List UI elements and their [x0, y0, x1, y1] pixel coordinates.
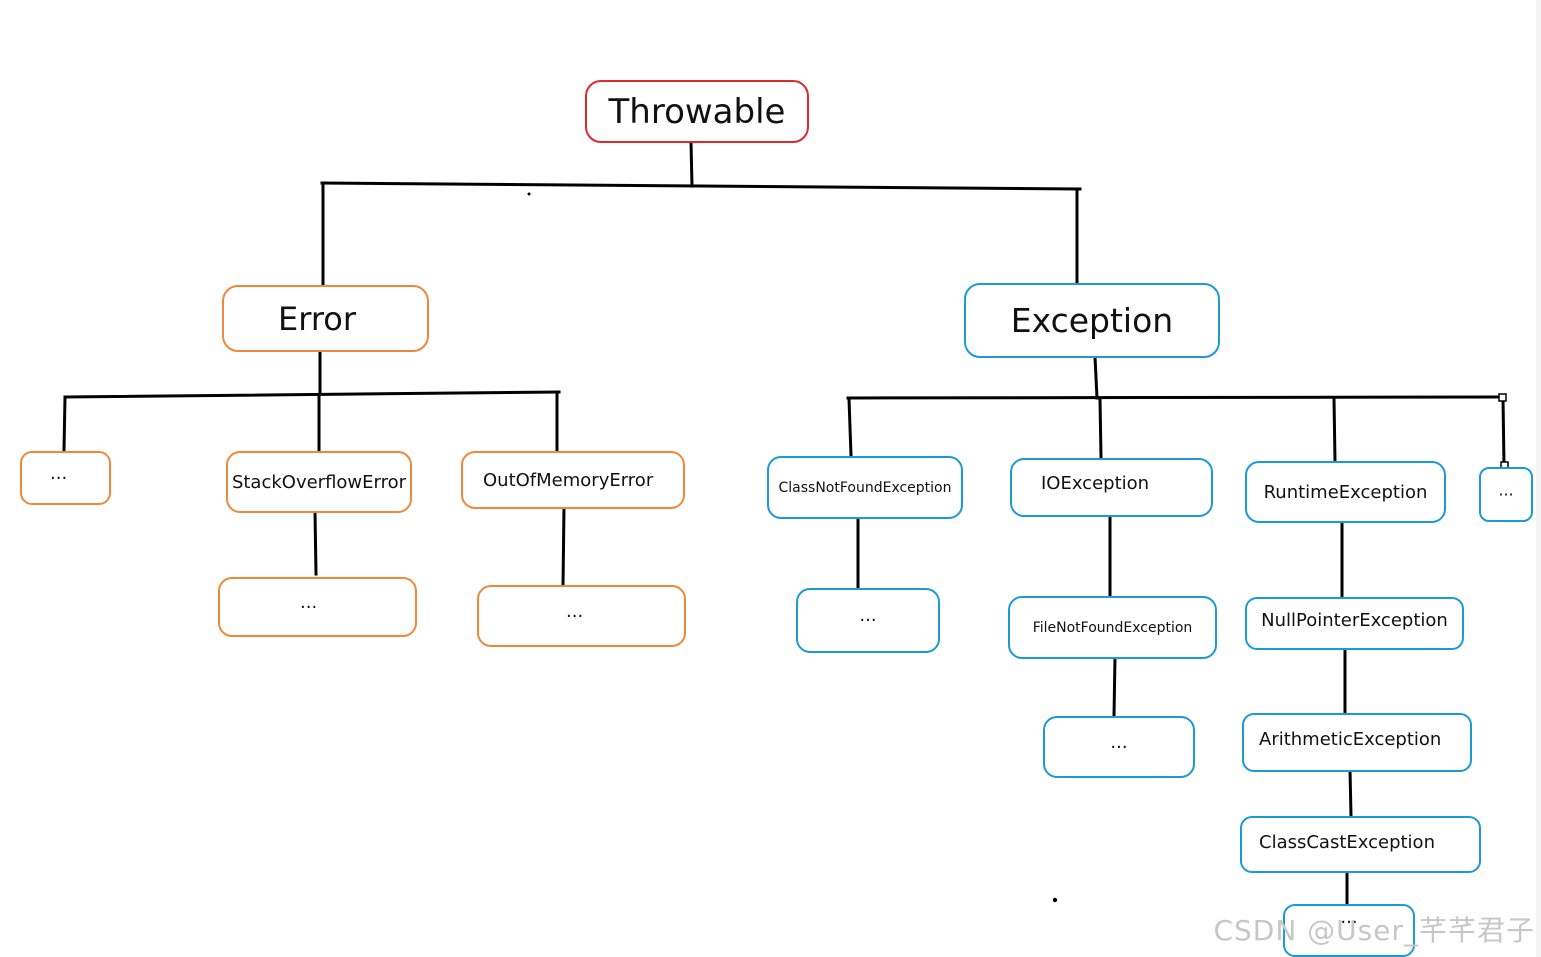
node-label: Error — [278, 299, 356, 338]
node-stackoverflow-child: ··· — [218, 577, 417, 637]
node-label: ··· — [566, 605, 584, 627]
node-error-other: ··· — [20, 451, 111, 505]
node-label: RuntimeException — [1263, 481, 1428, 503]
node-label: ··· — [1110, 736, 1128, 758]
node-label: ClassNotFoundException — [778, 479, 952, 496]
edge-exception-bar — [846, 395, 1504, 400]
node-ioexception: IOException — [1010, 458, 1213, 517]
stray-dot — [527, 192, 531, 196]
node-classnotfound-child: ··· — [796, 588, 940, 653]
node-label: ··· — [50, 467, 68, 489]
edge-to-error-other — [62, 395, 67, 452]
node-exception: Exception — [964, 283, 1220, 358]
edge-to-classnotfound — [847, 397, 853, 457]
node-runtime-child: ··· — [1283, 904, 1415, 957]
node-arithmeticexception: ArithmeticException — [1242, 713, 1472, 772]
edge-arithmetic-to-classcast — [1348, 768, 1353, 818]
node-outofmemoryerror: OutOfMemoryError — [461, 451, 685, 509]
node-runtimeexception: RuntimeException — [1245, 461, 1446, 523]
edge-exception-down — [1093, 355, 1099, 400]
node-label: NullPointerException — [1261, 610, 1448, 631]
node-label: ClassCastException — [1259, 832, 1435, 853]
node-error: Error — [222, 285, 429, 352]
node-filenotfound-child: ··· — [1043, 716, 1195, 778]
node-label: ··· — [859, 610, 877, 631]
node-label: ··· — [1340, 912, 1358, 933]
edge-throwable-down — [689, 140, 694, 188]
node-label: OutOfMemoryError — [483, 469, 654, 491]
edge-error-bar — [63, 390, 561, 399]
edge-level1-bar — [320, 181, 1082, 191]
node-exception-other: ··· — [1479, 467, 1533, 522]
edge-to-ioexception — [1098, 397, 1103, 459]
edge-to-exception-other — [1501, 396, 1506, 467]
node-nullpointerexception: NullPointerException — [1245, 597, 1464, 650]
node-label: IOException — [1041, 473, 1150, 494]
node-label: FileNotFoundException — [1032, 619, 1193, 636]
edge-outofmemory-child — [561, 505, 566, 588]
node-label: ··· — [300, 596, 318, 618]
stray-dot — [1052, 897, 1058, 903]
watermark: CSDN @User_芊芊君子 — [1213, 914, 1535, 947]
node-throwable: Throwable — [585, 80, 809, 143]
node-label: ··· — [1498, 485, 1514, 504]
node-filenotfoundexception: FileNotFoundException — [1008, 596, 1217, 659]
bar-end-handle — [1498, 393, 1507, 402]
node-label: Exception — [1010, 301, 1174, 340]
node-classcastexception: ClassCastException — [1240, 816, 1481, 873]
node-classnotfoundexception: ClassNotFoundException — [767, 456, 963, 519]
node-outofmemory-child: ··· — [477, 585, 686, 647]
node-label: StackOverflowError — [231, 471, 407, 493]
node-label: ArithmeticException — [1259, 729, 1442, 750]
node-label: Throwable — [608, 91, 786, 132]
edge-stackoverflow-child — [313, 510, 318, 576]
edge-filenotfound-child — [1112, 655, 1117, 718]
edge-to-runtime — [1332, 397, 1337, 463]
node-stackoverflowerror: StackOverflowError — [226, 451, 412, 513]
page-edge — [1536, 0, 1541, 957]
